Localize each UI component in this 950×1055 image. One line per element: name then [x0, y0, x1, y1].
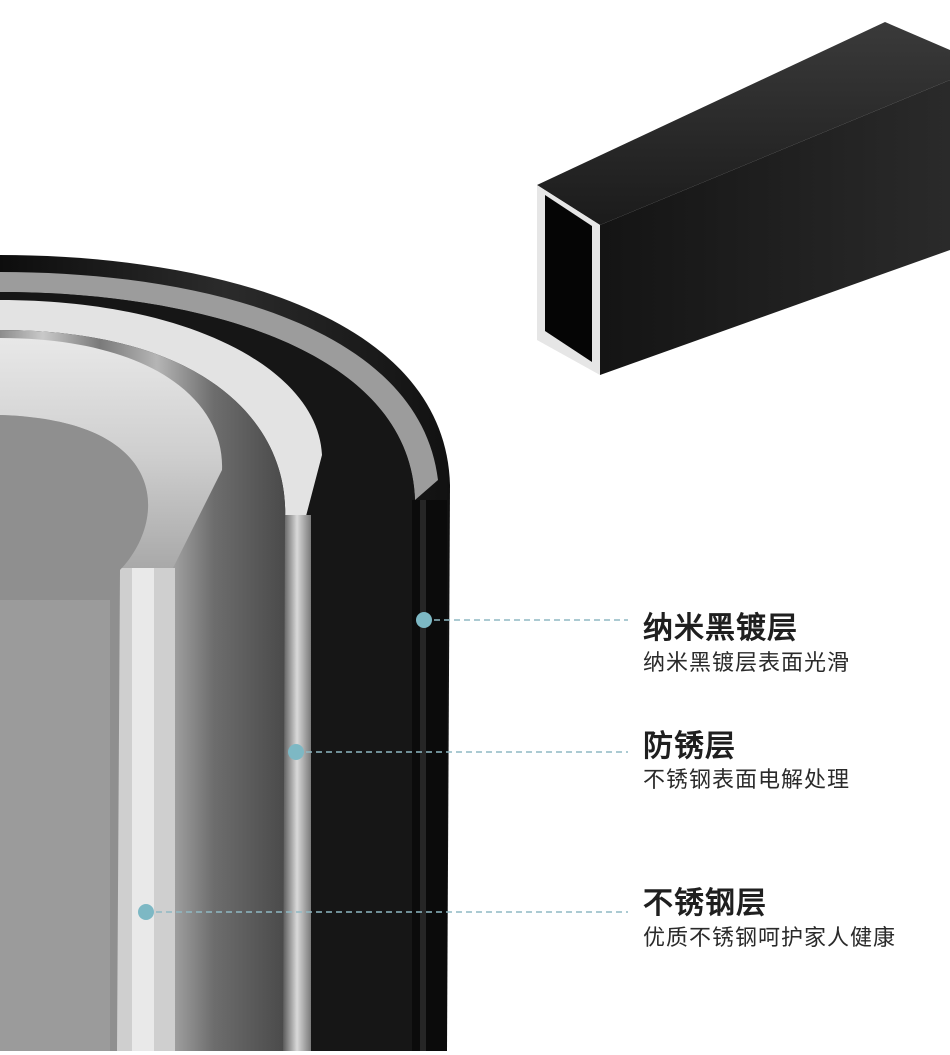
layer-subtitle-coating: 纳米黑镀层表面光滑 — [643, 651, 851, 676]
layer-title-rust: 防锈层 — [643, 729, 736, 764]
layer-title-coating: 纳米黑镀层 — [643, 611, 798, 646]
layer-title-steel: 不锈钢层 — [643, 886, 767, 921]
callout-leaders — [138, 612, 628, 920]
layer-subtitle-rust: 不锈钢表面电解处理 — [643, 768, 851, 793]
cylinder-cross-section — [0, 255, 450, 1051]
marker-dot-coating — [416, 612, 432, 628]
marker-dot-steel — [138, 904, 154, 920]
layer-subtitle-steel: 优质不锈钢呵护家人健康 — [643, 926, 897, 951]
black-tube-icon — [537, 22, 950, 375]
marker-dot-rust — [288, 744, 304, 760]
